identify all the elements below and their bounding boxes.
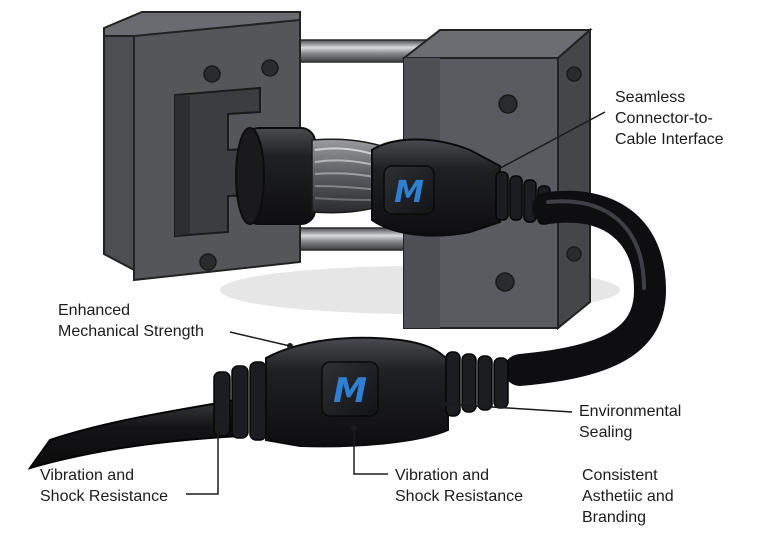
callout-line: Shock Resistance [40,488,169,505]
top-logo-badge [383,165,435,215]
callout-line: Seamless [615,89,686,106]
callout-vibration-left: Vibration and Shock Resistance [40,465,168,507]
bolt-hole [566,246,582,262]
leader-environmental [443,403,573,413]
bolt-hole [495,272,515,292]
top-connector-assembly: M [235,127,551,237]
bolt-hole [498,94,518,114]
lower-cable [27,398,242,470]
leader-vibration-center [353,428,388,475]
leader-dots [215,177,481,431]
callout-consistent-branding: Consistent Asthetiic and Branding [582,465,674,528]
callout-line: Connector-to- [615,110,713,127]
bottom-logo-letter: M [333,371,367,411]
bottom-left-strain-ribs [213,361,267,441]
leader-lines [186,111,606,495]
callout-line: Mechanical Strength [58,323,204,340]
leader-seamless [477,111,606,181]
top-logo-letter: M [394,175,424,210]
callout-line: Consistent [582,467,658,484]
callout-environmental-sealing: Environmental Sealing [579,401,681,443]
callout-seamless-interface: Seamless Connector-to- Cable Interface [615,87,724,150]
callout-line: Sealing [579,424,633,441]
callout-line: Shock Resistance [395,488,524,505]
bolt-hole [566,66,582,82]
callout-vibration-center: Vibration and Shock Resistance [395,465,523,507]
bolt-hole [261,59,279,77]
callout-line: Enhanced [58,302,131,319]
callout-line: Asthetiic and [582,488,674,505]
callout-line: Environmental [579,403,682,420]
bolt-hole [203,65,221,83]
main-cable [504,190,667,386]
leader-mechanical [229,331,291,347]
leader-vibration-left [186,424,219,495]
bottom-connector-assembly: M [213,336,509,448]
callout-line: Vibration and [40,467,134,484]
callout-line: Branding [582,509,647,526]
callout-line: Vibration and [395,467,489,484]
bolt-hole [199,253,217,271]
callout-line: Cable Interface [615,131,724,148]
bottom-logo-badge [321,361,379,417]
callout-mechanical-strength: Enhanced Mechanical Strength [58,300,204,342]
